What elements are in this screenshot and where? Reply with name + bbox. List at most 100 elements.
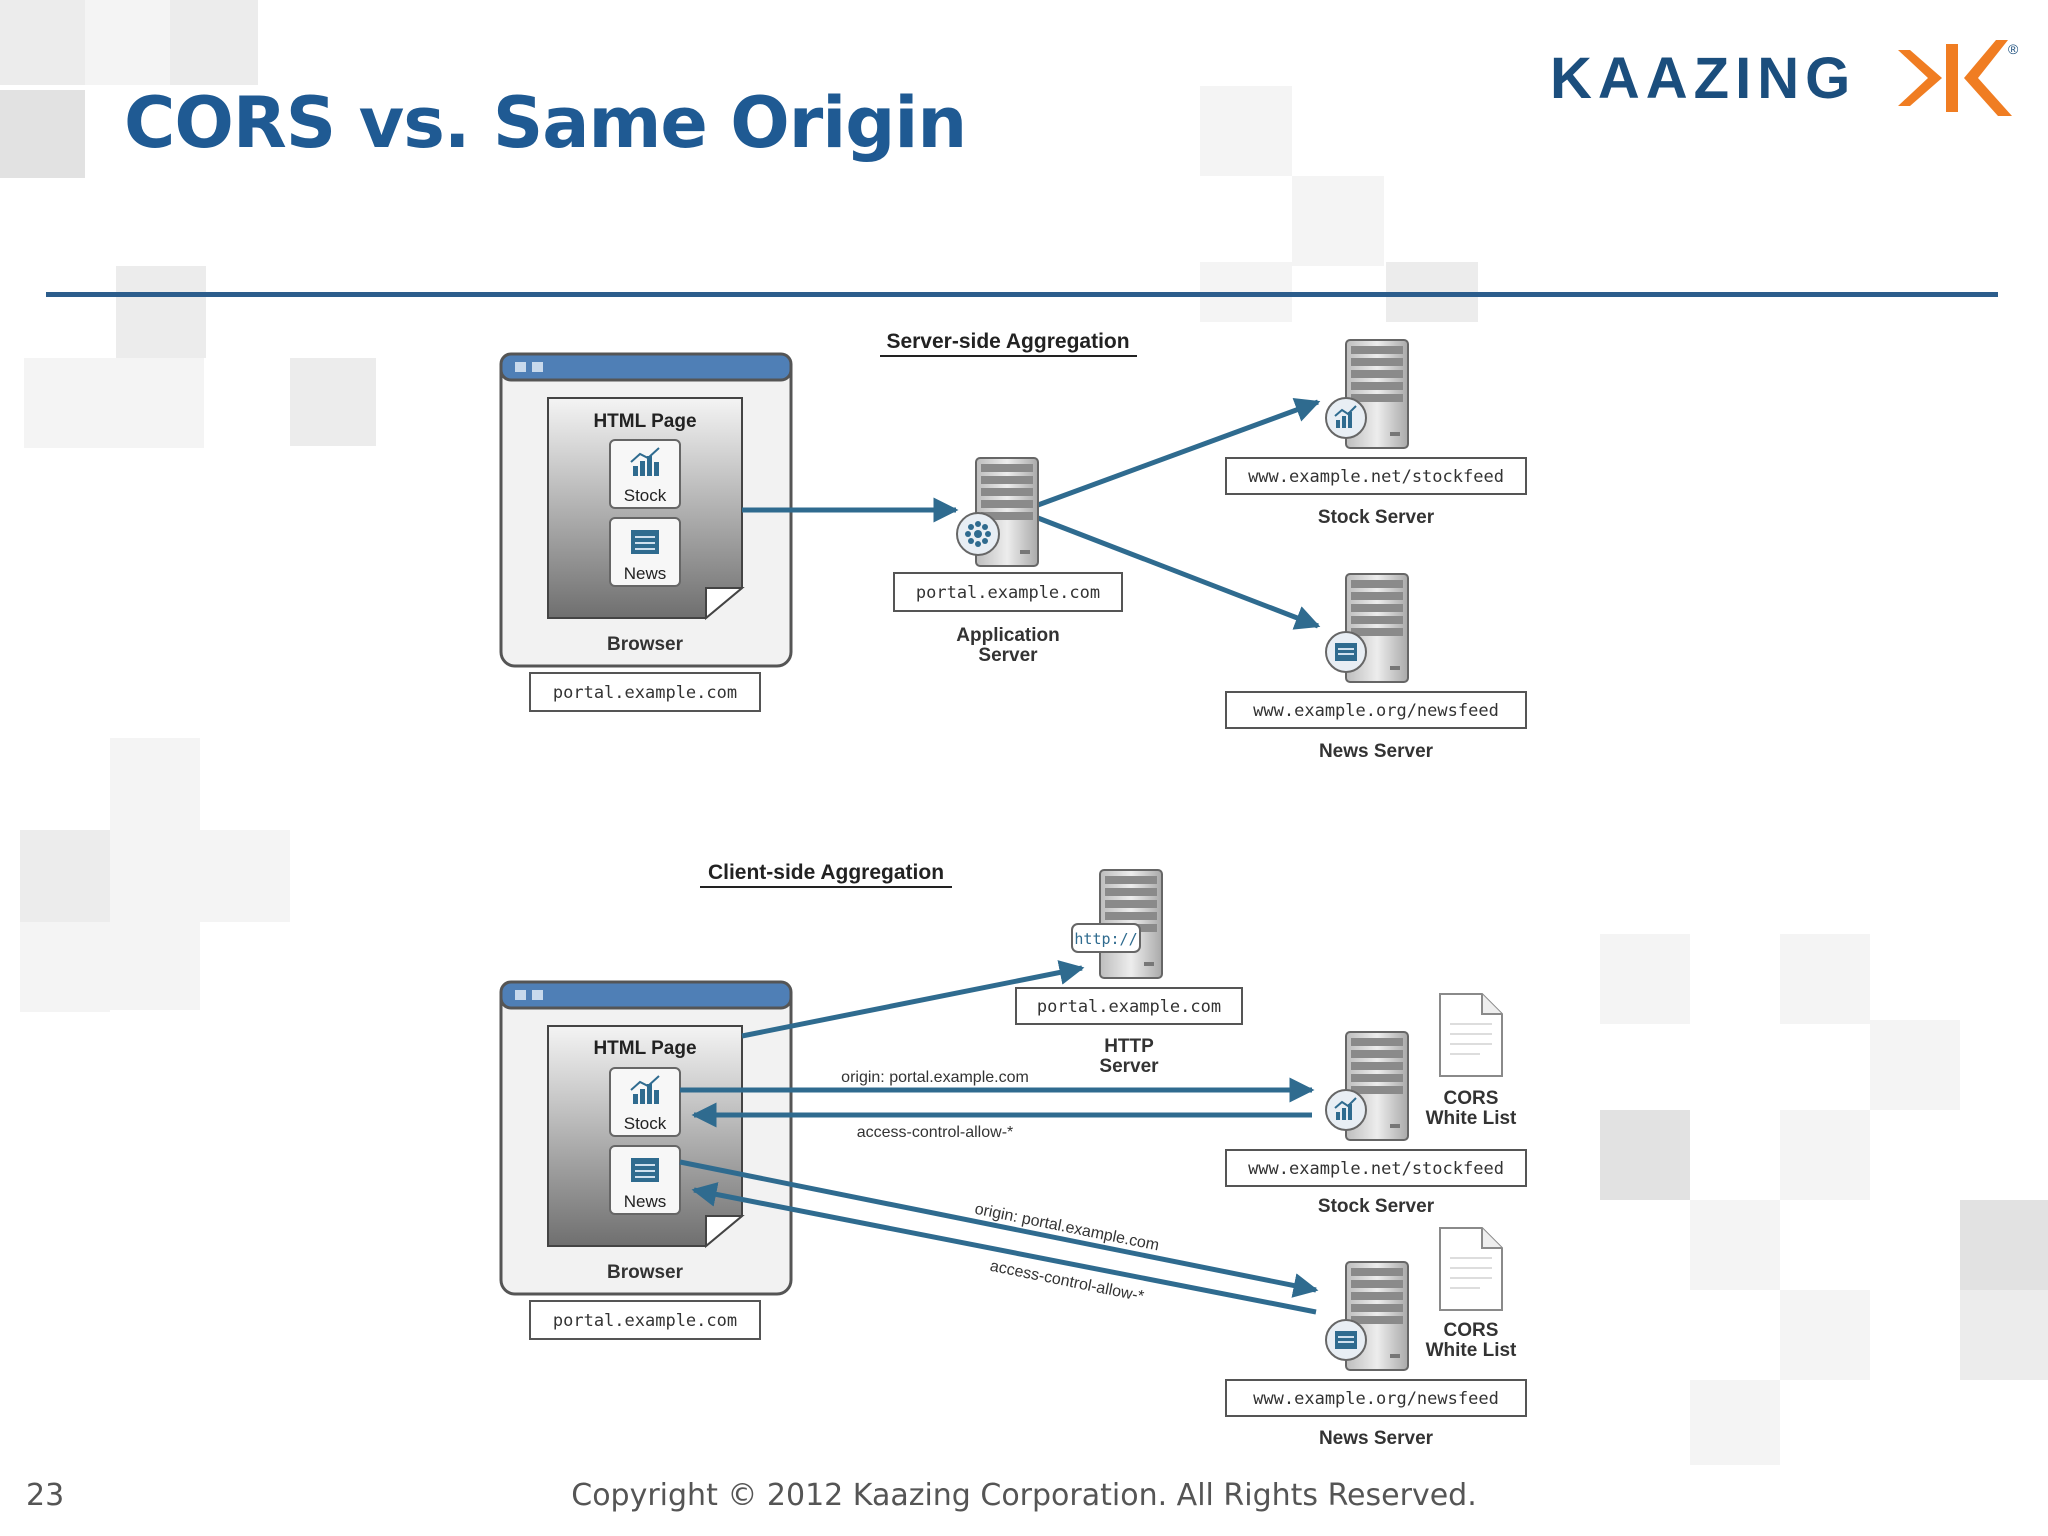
app-server-host: portal.example.com xyxy=(916,583,1100,603)
http-server-host: portal.example.com xyxy=(1037,997,1221,1017)
html-page-title: HTML Page xyxy=(593,1038,696,1059)
news-request-arrow xyxy=(679,1159,1319,1298)
cors-news-whitelist-doc xyxy=(1439,1227,1503,1311)
bg-square xyxy=(0,90,85,178)
cors-news-whitelist-2: White List xyxy=(1426,1340,1517,1361)
stock-server-url-box xyxy=(1225,457,1527,495)
news-widget-label: News xyxy=(624,1192,667,1211)
cors-news-url-box xyxy=(1225,1379,1527,1417)
bg-square xyxy=(116,266,206,358)
bg-square xyxy=(1600,1110,1690,1200)
news-server-newspaper-icon xyxy=(1325,631,1367,673)
stock-server-url: www.example.net/stockfeed xyxy=(1248,467,1504,487)
bg-square xyxy=(24,358,114,448)
server-side-heading: Server-side Aggregation xyxy=(886,330,1129,353)
cors-news-server-newspaper-icon xyxy=(1325,1319,1367,1361)
browser-host-box xyxy=(529,1300,761,1340)
client-side-browser: HTML Page Stock News Browser xyxy=(499,980,793,1296)
bg-square xyxy=(1690,1200,1780,1290)
bg-square xyxy=(1200,86,1292,176)
stock-widget-label: Stock xyxy=(624,1114,667,1133)
news-newspaper-icon xyxy=(631,530,659,554)
bg-square xyxy=(85,0,170,85)
bg-square xyxy=(1780,934,1870,1024)
bg-square xyxy=(1690,1380,1780,1465)
bg-square xyxy=(1292,176,1384,266)
title-divider xyxy=(46,292,1998,297)
browser-caption: Browser xyxy=(607,634,684,655)
stock-acao-label: access-control-allow-* xyxy=(857,1124,1014,1141)
cors-stock-whitelist-1: CORS xyxy=(1444,1088,1499,1109)
stock-widget: Stock xyxy=(609,1067,681,1137)
app-to-stock-arrow xyxy=(1037,398,1321,508)
cors-stock-whitelist-2: White List xyxy=(1426,1108,1517,1129)
bg-square xyxy=(110,738,200,830)
server-side-browser: HTML Page Stock News Browser xyxy=(499,352,793,668)
bg-square xyxy=(0,0,85,85)
cors-stock-server-chart-icon xyxy=(1325,1089,1367,1131)
browser-host-box xyxy=(529,672,761,712)
copyright-notice: Copyright © 2012 Kaazing Corporation. Al… xyxy=(571,1478,1477,1513)
news-newspaper-icon xyxy=(631,1158,659,1182)
cors-stock-url-box xyxy=(1225,1149,1527,1187)
bg-square xyxy=(110,922,200,1010)
logo-k-icon xyxy=(1964,40,2012,116)
news-widget-label: News xyxy=(624,564,667,583)
bg-square xyxy=(1870,1020,1960,1110)
http-server-caption-2: Server xyxy=(1099,1056,1159,1077)
stock-chart-icon xyxy=(630,1075,660,1104)
http-server-host-box xyxy=(1015,987,1243,1025)
cors-news-caption: News Server xyxy=(1319,1428,1434,1449)
cors-stock-url: www.example.net/stockfeed xyxy=(1248,1159,1504,1179)
bg-square xyxy=(170,0,258,85)
cors-stock-caption: Stock Server xyxy=(1318,1196,1435,1217)
html-page-title: HTML Page xyxy=(593,411,696,432)
browser-caption: Browser xyxy=(607,1262,684,1283)
browser-host: portal.example.com xyxy=(553,1311,737,1331)
app-server-caption-1: Application xyxy=(956,625,1059,646)
http-badge-label: http:// xyxy=(1074,930,1137,948)
news-server-caption: News Server xyxy=(1319,741,1434,762)
bg-square xyxy=(1780,1110,1870,1200)
cors-stock-whitelist-doc xyxy=(1439,993,1503,1077)
stock-widget: Stock xyxy=(609,439,681,509)
browser-host: portal.example.com xyxy=(553,683,737,703)
bg-square xyxy=(114,358,204,448)
bg-square xyxy=(20,830,110,922)
bg-square xyxy=(1780,1290,1870,1380)
news-server-url-box xyxy=(1225,691,1527,729)
browser-to-http-arrow xyxy=(741,960,1085,1039)
stock-widget-label: Stock xyxy=(624,486,667,505)
http-badge: http:// xyxy=(1071,923,1141,953)
http-server-caption-1: HTTP xyxy=(1104,1036,1154,1057)
app-server-caption-2: Server xyxy=(978,645,1038,666)
stock-server-chart-icon xyxy=(1325,397,1367,439)
app-server-host-box xyxy=(893,572,1123,612)
app-to-news-arrow xyxy=(1037,515,1321,630)
logo-registered-mark: ® xyxy=(2008,41,2019,57)
slide-title: CORS vs. Same Origin xyxy=(124,82,967,164)
logo-chevron-icon xyxy=(1898,50,1942,106)
bg-square xyxy=(1960,1200,2048,1290)
stock-server-caption: Stock Server xyxy=(1318,507,1435,528)
news-widget: News xyxy=(609,1145,681,1215)
logo-wordmark: KAAZING xyxy=(1550,46,1856,111)
cors-news-url: www.example.org/newsfeed xyxy=(1253,1389,1499,1409)
bg-square xyxy=(200,830,290,922)
bg-square xyxy=(1960,1290,2048,1380)
news-response-arrow xyxy=(691,1182,1317,1315)
logo-bar-icon xyxy=(1946,44,1958,112)
bg-square xyxy=(1600,934,1690,1024)
news-server-url: www.example.org/newsfeed xyxy=(1253,701,1499,721)
gear-cluster-icon xyxy=(956,512,1000,556)
news-widget: News xyxy=(609,517,681,587)
stock-chart-icon xyxy=(630,447,660,476)
stock-origin-label: origin: portal.example.com xyxy=(841,1069,1029,1086)
bg-square xyxy=(20,922,110,1012)
cors-news-whitelist-1: CORS xyxy=(1444,1320,1499,1341)
bg-square xyxy=(290,358,376,446)
bg-square xyxy=(110,830,200,922)
kaazing-logo: KAAZING ® xyxy=(1550,40,2019,116)
page-number: 23 xyxy=(26,1478,65,1513)
